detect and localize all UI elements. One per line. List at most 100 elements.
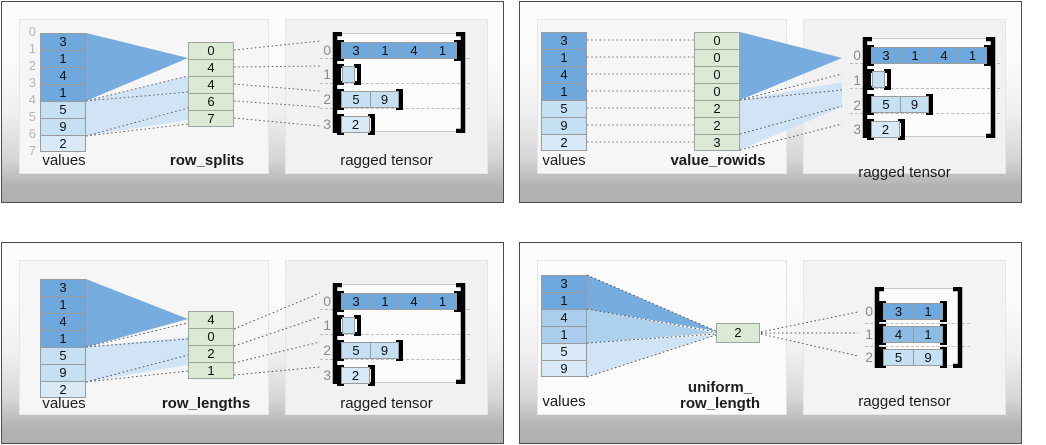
ragged-row-divider (320, 83, 470, 84)
ragged-row-index: 3 (323, 367, 331, 383)
value-cell: 5 (40, 347, 86, 364)
encoding-cell: 0 (694, 32, 740, 49)
encoding-caption: uniform_ row_length (679, 379, 760, 413)
ragged-row-divider (850, 88, 1000, 89)
encoding-cell: 0 (694, 49, 740, 66)
ragged-row: 5 9 (871, 96, 929, 113)
values-caption: values (542, 393, 586, 410)
ragged-row: 5 9 (341, 91, 399, 108)
ragged-row-empty (872, 71, 885, 88)
value-cell: 2 (40, 381, 86, 398)
ragged-row-index: 0 (323, 293, 331, 309)
ragged-cell: 2 (871, 121, 900, 138)
value-cell: 1 (40, 296, 86, 313)
encoding-caption: row_lengths (161, 395, 251, 412)
values-column-value-rowids: 3 1 4 1 5 9 2 (541, 32, 587, 151)
ragged-row-index: 3 (853, 121, 861, 137)
ragged-cell: 3 (871, 47, 900, 64)
encoding-cell: 4 (188, 76, 234, 93)
values-column-row-lengths: 3 1 4 1 5 9 2 (40, 279, 86, 398)
value-cell: 3 (541, 32, 587, 49)
ragged-row-index: 2 (323, 342, 331, 358)
ragged-row-index: 1 (865, 326, 873, 342)
ragged-cell-empty (872, 71, 885, 88)
panel-row-lengths: 3 1 4 1 5 9 2 4 0 2 1 values row_lengths… (1, 242, 504, 444)
ragged-cell: 9 (913, 349, 943, 366)
panel-uniform-row-length: 3 1 4 1 5 9 2 values uniform_ row_length… (519, 242, 1022, 444)
value-cell: 4 (40, 67, 86, 84)
encoding-cell: 2 (694, 100, 740, 117)
ragged-row-empty (342, 317, 355, 334)
ragged-caption: ragged tensor (858, 393, 951, 410)
values-column-uniform: 3 1 4 1 5 9 (541, 275, 587, 377)
ragged-row-empty (342, 66, 355, 83)
ragged-row-index: 2 (853, 97, 861, 113)
value-cell: 9 (541, 117, 587, 134)
value-cell: 3 (40, 279, 86, 296)
encoding-cell: 6 (188, 93, 234, 110)
ragged-row: 2 (871, 121, 900, 138)
value-cell: 2 (40, 135, 86, 152)
ragged-cell: 2 (341, 116, 370, 133)
ragged-row: 4 1 (883, 326, 943, 343)
ragged-row: 3 1 4 1 (341, 293, 457, 310)
ragged-cell: 3 (341, 293, 370, 310)
panel-value-rowids: 3 1 4 1 5 9 2 0 0 0 0 2 2 3 values value… (519, 1, 1022, 203)
ragged-cell: 5 (341, 91, 370, 108)
ragged-cell: 5 (883, 349, 913, 366)
ragged-cell: 2 (341, 367, 370, 384)
encoding-caption: value_rowids (670, 152, 766, 169)
ragged-row: 2 (341, 116, 370, 133)
ragged-cell: 9 (370, 91, 399, 108)
row-bracket-icon (337, 64, 361, 85)
row-bracket-icon (867, 69, 891, 90)
ragged-row: 2 (341, 367, 370, 384)
value-cell: 5 (541, 100, 587, 117)
ragged-row-divider (320, 108, 470, 109)
encoding-cell: 2 (694, 117, 740, 134)
encoding-cell: 0 (188, 42, 234, 59)
value-cell: 1 (541, 292, 587, 309)
ragged-cell: 4 (929, 47, 958, 64)
values-caption: values (542, 152, 586, 169)
ragged-row-divider (320, 334, 470, 335)
value-cell: 9 (40, 118, 86, 135)
ragged-cell: 1 (913, 303, 943, 320)
ragged-row-index: 1 (323, 66, 331, 82)
encoding-cell: 7 (188, 110, 234, 127)
value-cell: 9 (40, 364, 86, 381)
ragged-cell: 1 (900, 47, 929, 64)
value-cell: 3 (40, 33, 86, 50)
ragged-cell: 4 (399, 293, 428, 310)
value-cell: 1 (541, 83, 587, 100)
value-cell: 2 (541, 134, 587, 151)
ragged-row-divider (865, 346, 970, 347)
encoding-cell: 0 (694, 83, 740, 100)
ragged-row: 5 9 (883, 349, 943, 366)
value-rowids-column: 0 0 0 0 2 2 3 (694, 32, 740, 151)
encoding-cell: 3 (694, 134, 740, 151)
values-caption: values (42, 152, 86, 169)
ragged-row-index: 0 (323, 42, 331, 58)
ragged-row: 3 1 4 1 (341, 42, 457, 59)
encoding-cell: 2 (188, 345, 234, 362)
ragged-cell: 1 (428, 42, 457, 59)
ragged-row-divider (865, 323, 970, 324)
values-index-gutter-row-splits: 0 1 2 3 4 5 6 7 (28, 24, 36, 158)
value-cell: 1 (541, 326, 587, 343)
ragged-cell: 3 (883, 303, 913, 320)
ragged-cell: 9 (370, 342, 399, 359)
ragged-cell: 1 (370, 293, 399, 310)
encoding-cell: 4 (188, 59, 234, 76)
value-cell: 3 (541, 275, 587, 292)
ragged-cell: 4 (399, 42, 428, 59)
ragged-row-index: 0 (853, 47, 861, 63)
encoding-cell: 0 (694, 66, 740, 83)
ragged-cell: 1 (370, 42, 399, 59)
value-cell: 1 (40, 330, 86, 347)
uniform-row-length-box: 2 (716, 323, 760, 343)
values-caption: values (42, 395, 86, 412)
ragged-cell: 5 (341, 342, 370, 359)
encoding-cell: 1 (188, 362, 234, 379)
value-cell: 4 (541, 309, 587, 326)
